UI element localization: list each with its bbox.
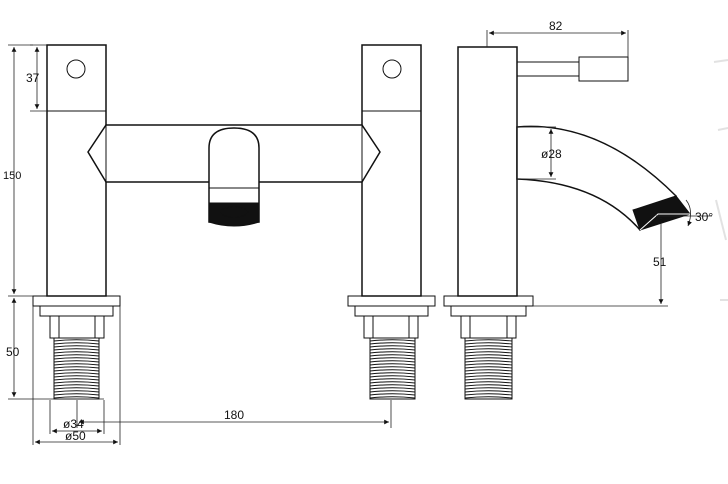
thread-ridge [53,366,100,369]
dim-total-height: 150 [3,170,21,182]
thread-ridge [53,396,100,399]
thread-ridge [369,342,416,345]
thread-ridge [53,360,100,363]
thread-ridge [464,369,513,372]
thread-ridge [53,378,100,381]
left-pillar [46,44,107,297]
thread-ridge [464,372,513,375]
side-view [443,46,691,400]
thread-ridge [53,357,100,360]
right-base-flange [347,295,436,307]
thread-ridge [369,348,416,351]
thread-ridge [53,342,100,345]
thread-ridge [369,357,416,360]
thread-ridge [464,375,513,378]
thread-ridge [369,339,416,342]
left-base-flange [32,295,121,307]
thread-ridge [464,357,513,360]
front-dimensions: 37 150 50 ø34 ø50 180 [3,44,392,445]
thread-ridge [464,366,513,369]
thread-ridge [464,339,513,342]
dim-spout-diameter: ø28 [541,147,562,161]
thread-ridge [369,366,416,369]
left-nut [49,315,105,339]
dim-base-diameter: ø50 [65,429,86,443]
thread-ridge [369,363,416,366]
right-pillar [361,44,422,297]
thread-ridge [369,360,416,363]
thread-ridge [369,375,416,378]
thread-ridge [464,360,513,363]
thread-outline [53,337,100,400]
thread-ridge [53,363,100,366]
side-dimensions: 82 ø28 30° 51 [486,19,713,307]
side-thread [464,337,513,400]
partial-view-edge [713,59,728,301]
left-handle-hole [66,59,86,79]
thread-ridge [369,369,416,372]
thread-ridge [464,381,513,384]
thread-ridge [53,345,100,348]
thread-outline [369,337,416,400]
thread-outline [464,337,513,400]
dim-depth: 82 [549,19,563,33]
thread-ridge [53,369,100,372]
thread-ridge [53,375,100,378]
thread-ridge [369,351,416,354]
thread-ridge [464,396,513,399]
right-thread [369,337,416,400]
thread-ridge [464,351,513,354]
thread-ridge [53,390,100,393]
thread-ridge [53,354,100,357]
dim-base-height: 50 [6,345,20,359]
thread-ridge [53,351,100,354]
spout-outlet [208,202,260,227]
thread-ridge [369,387,416,390]
right-handle-hole [382,59,402,79]
thread-ridge [53,372,100,375]
thread-ridge [464,393,513,396]
thread-ridge [369,396,416,399]
thread-ridge [53,381,100,384]
side-handle-grip [578,56,629,82]
thread-ridge [369,378,416,381]
dim-centres: 180 [224,408,244,422]
side-nut [460,315,517,339]
thread-ridge [369,381,416,384]
thread-ridge [464,345,513,348]
side-base-flange [443,295,534,307]
side-handle-stem [516,61,580,77]
thread-ridge [464,384,513,387]
dim-side-height: 37 [26,71,40,85]
left-thread [53,337,100,400]
right-nut [363,315,419,339]
thread-ridge [464,363,513,366]
thread-ridge [464,342,513,345]
front-view [32,44,436,400]
dim-spout-angle: 30° [695,210,713,224]
thread-ridge [464,354,513,357]
thread-ridge [53,387,100,390]
thread-ridge [369,390,416,393]
thread-ridge [369,372,416,375]
dim-pipe-diameter: ø34 [63,417,84,431]
side-body [457,46,518,297]
thread-ridge [53,339,100,342]
thread-ridge [53,384,100,387]
front-spout [208,127,260,223]
thread-ridge [53,393,100,396]
thread-ridge [464,390,513,393]
thread-ridge [464,348,513,351]
thread-ridge [369,384,416,387]
thread-ridge [53,348,100,351]
thread-ridge [369,345,416,348]
thread-ridge [369,393,416,396]
thread-ridge [464,378,513,381]
dim-spout-height: 51 [653,255,667,269]
thread-ridge [369,354,416,357]
thread-ridge [464,387,513,390]
